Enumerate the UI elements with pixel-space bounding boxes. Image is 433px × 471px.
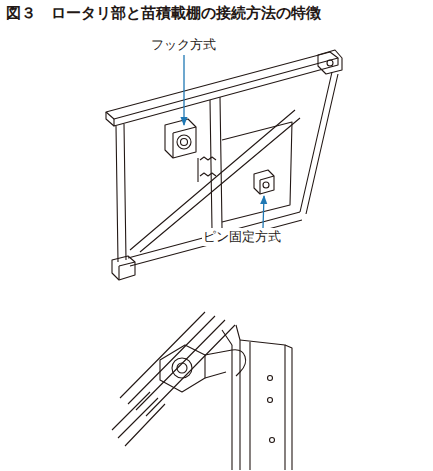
- hook-detail: [112, 312, 292, 470]
- leader-line: [263, 196, 264, 228]
- figure-title: 図３ ロータリ部と苗積載棚の接続方法の特徴: [6, 4, 321, 23]
- part-label: フック方式: [150, 36, 217, 54]
- part-label: ピン固定方式: [202, 228, 282, 246]
- leader-line: [183, 55, 184, 125]
- upper-frame: [106, 50, 342, 280]
